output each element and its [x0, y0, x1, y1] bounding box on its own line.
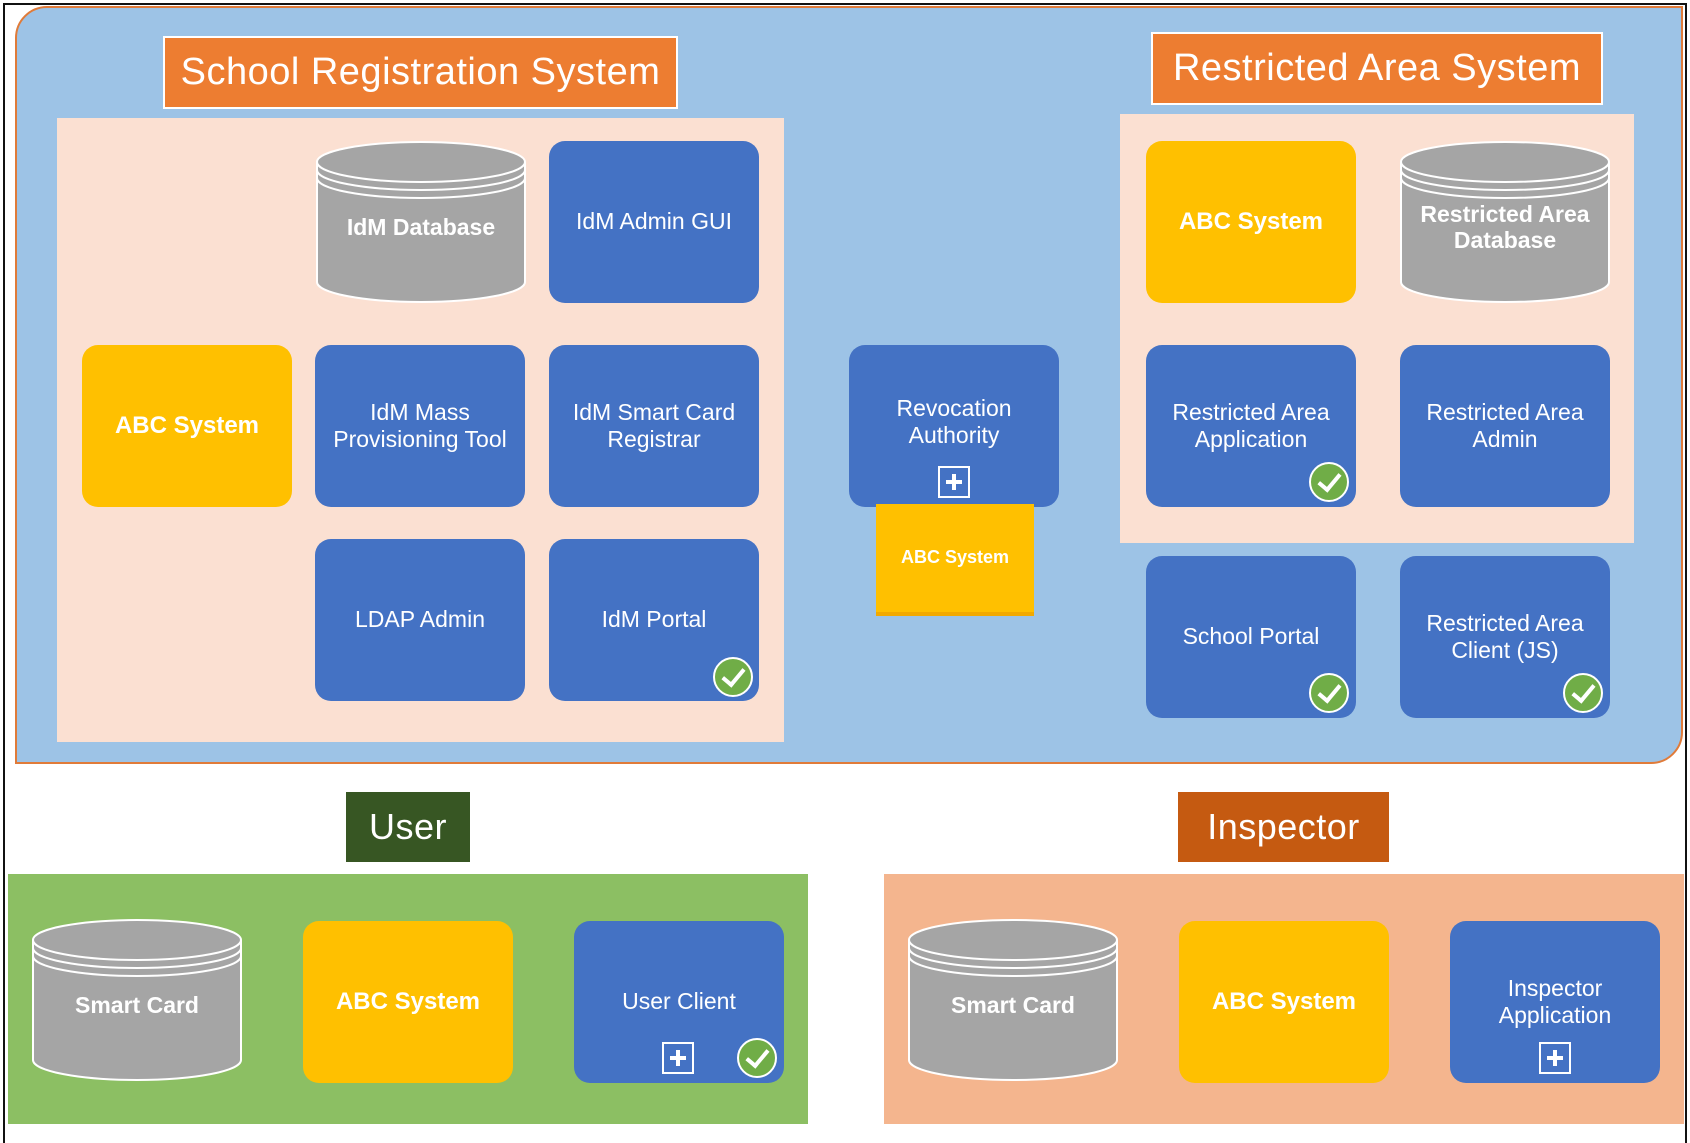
inspector-application-plus-icon — [1539, 1042, 1571, 1074]
idm-admin-gui: IdM Admin GUI — [549, 141, 759, 303]
abc-system-revocation: ABC System — [876, 504, 1034, 616]
database-cylinder-icon — [908, 919, 1118, 1081]
restricted-area-database: Restricted Area Database — [1399, 140, 1611, 304]
inspector-smart-card: Smart Card — [907, 918, 1119, 1082]
inspector-smart-card-label: Smart Card — [951, 991, 1075, 1018]
restricted-area-admin: Restricted Area Admin — [1400, 345, 1610, 507]
idm-smart-card-registrar: IdM Smart Card Registrar — [549, 345, 759, 507]
revocation-plus-icon — [938, 466, 970, 498]
idm-database-label: IdM Database — [346, 213, 496, 240]
ldap-admin: LDAP Admin — [315, 539, 525, 701]
restricted-area-database-label: Restricted Area Database — [1420, 200, 1590, 253]
restricted-area-title: Restricted Area System — [1151, 32, 1603, 105]
restricted-area-application-check-icon — [1309, 462, 1349, 502]
user-client-check-icon — [737, 1038, 777, 1078]
user-title: User — [346, 792, 470, 862]
school-registration-title: School Registration System — [163, 36, 678, 109]
database-cylinder-icon — [316, 141, 526, 303]
outer-frame — [3, 3, 1687, 1143]
idm-mass-provisioning-tool: IdM Mass Provisioning Tool — [315, 345, 525, 507]
database-cylinder-icon — [32, 919, 242, 1081]
user-smart-card-label: Smart Card — [75, 991, 199, 1018]
idm-database: IdM Database — [315, 140, 527, 304]
database-cylinder-icon — [1400, 141, 1610, 303]
abc-system-user: ABC System — [303, 921, 513, 1083]
restricted-area-client-check-icon — [1563, 673, 1603, 713]
abc-system-inspector: ABC System — [1179, 921, 1389, 1083]
abc-system-school: ABC System — [82, 345, 292, 507]
user-client-plus-icon — [662, 1042, 694, 1074]
school-portal-check-icon — [1309, 673, 1349, 713]
user-smart-card: Smart Card — [31, 918, 243, 1082]
inspector-title: Inspector — [1178, 792, 1389, 862]
idm-portal-check-icon — [713, 657, 753, 697]
abc-system-restricted: ABC System — [1146, 141, 1356, 303]
